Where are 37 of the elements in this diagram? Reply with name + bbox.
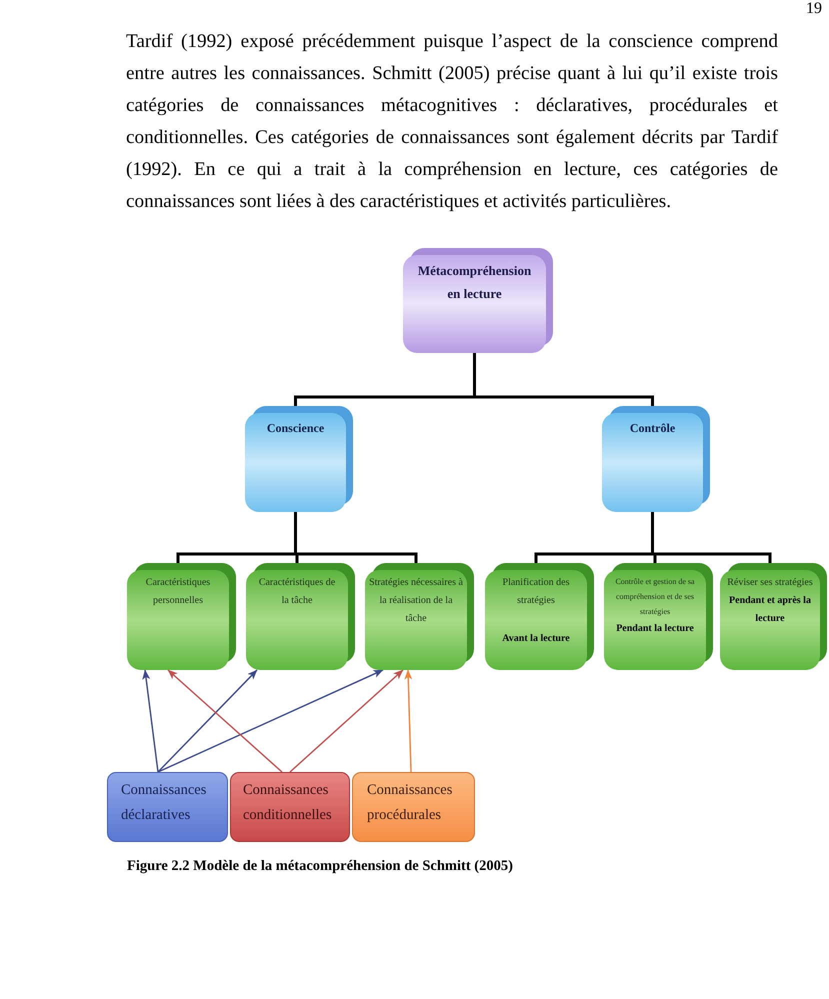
arrow bbox=[142, 670, 159, 772]
node-label: Planification des stratégies bbox=[502, 576, 570, 608]
concept-box bbox=[246, 563, 355, 670]
node-label: Métacompréhension en lecture bbox=[416, 262, 532, 303]
knowledge-box bbox=[107, 772, 228, 842]
node-label: Contrôle et gestion de sa compréhension et de ses stratégies bbox=[614, 576, 696, 618]
node-label: Caractéristiques de la tâche bbox=[258, 576, 336, 608]
node-label: Connaissances déclaratives bbox=[121, 781, 208, 825]
node-label: Stratégies nécessaires à la réalisation de la tâche bbox=[369, 576, 463, 626]
node-label: Contrôle bbox=[630, 420, 676, 437]
arrow bbox=[168, 669, 282, 773]
node-note: Pendant la lecture bbox=[616, 622, 694, 636]
arrow bbox=[290, 669, 404, 773]
body-paragraph: Tardif (1992) exposé précédemment puisque l’aspect de la conscience comprend entre autres les connaissances. Schmitt (2005) précise quant à lui qu’il existe trois catégories de connaissances métacognitives : déclaratives, procédurales et conditionnelles. Ces catégories de connaissances sont également décrits par Tardif (1992). En ce qui a trait à la compréhension en lecture, ces catégories de connaissances sont liées à des caractéristiques et activités particulières. bbox=[126, 30, 778, 214]
figure-caption: Figure 2.2 Modèle de la métacompréhension de Schmitt (2005) bbox=[127, 857, 513, 875]
concept-box bbox=[602, 406, 710, 512]
arrow bbox=[158, 670, 258, 772]
node-label: Connaissances procédurales bbox=[367, 781, 454, 825]
concept-box bbox=[604, 563, 713, 670]
concept-box bbox=[245, 406, 353, 512]
knowledge-box bbox=[352, 772, 475, 842]
concept-box bbox=[485, 563, 594, 670]
node-label: Réviser ses stratégies bbox=[727, 576, 813, 590]
node-label: Caractéristiques personnelles bbox=[144, 576, 212, 608]
node-note: Pendant et après la lecture bbox=[728, 594, 812, 626]
concept-box bbox=[365, 563, 474, 670]
concept-box bbox=[127, 563, 236, 670]
concept-box bbox=[720, 563, 827, 670]
arrow bbox=[158, 669, 384, 773]
arrow bbox=[404, 670, 412, 772]
knowledge-box bbox=[230, 772, 350, 842]
node-label: Connaissances conditionnelles bbox=[243, 781, 333, 825]
connector-line bbox=[473, 353, 654, 406]
concept-box bbox=[403, 248, 553, 353]
node-label: Conscience bbox=[266, 420, 324, 437]
page-number: 19 bbox=[806, 0, 822, 18]
node-note: Avant la lecture bbox=[502, 632, 570, 646]
